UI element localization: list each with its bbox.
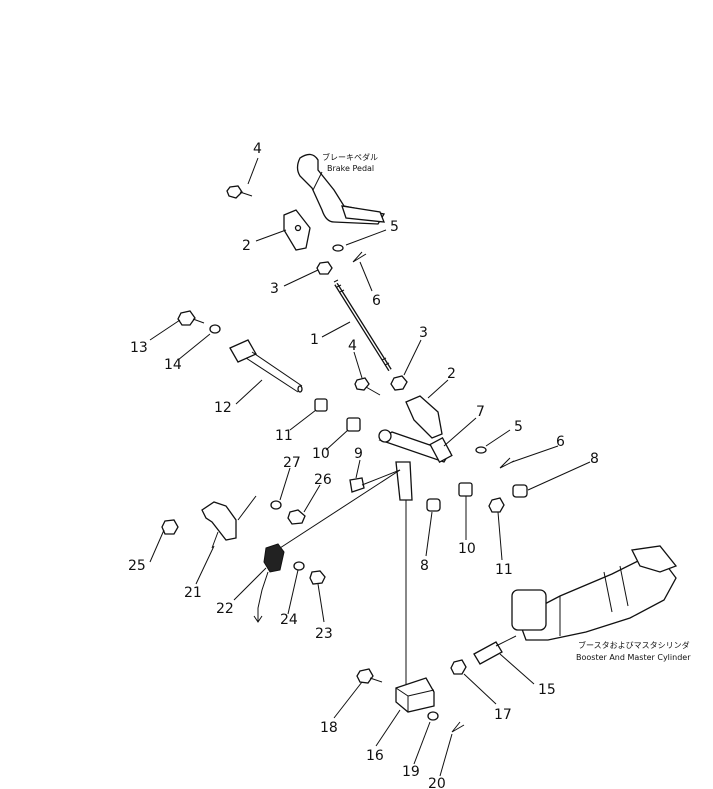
bushing-8-right <box>512 484 528 498</box>
bushing-10-lower <box>458 482 473 497</box>
clevis-lower <box>405 395 443 439</box>
callout-clevis: 2 <box>242 238 251 254</box>
callout-shaft-12: 12 <box>214 400 232 416</box>
cotter-pin-lower <box>499 457 515 469</box>
booster-caption-en: Booster And Master Cylinder <box>576 653 691 662</box>
rod <box>333 279 392 372</box>
nut-17 <box>450 659 467 675</box>
callout-bolt: 4 <box>348 338 357 354</box>
callout-pushrod-15: 15 <box>538 682 556 698</box>
callout-bolt-13: 13 <box>130 340 148 356</box>
callout-cotter-pin: 6 <box>372 293 381 309</box>
callout-nut: 3 <box>270 281 279 297</box>
callout-nut: 3 <box>419 325 428 341</box>
callout-nut-11: 11 <box>495 562 513 578</box>
callout-washer: 5 <box>514 419 523 435</box>
callouts: 4 5 2 3 6 1 3 4 2 13 14 12 11 10 7 5 6 9… <box>128 141 599 789</box>
bracket-21 <box>201 495 257 549</box>
booster-caption-ja: ブースタおよびマスタシリンダ <box>578 640 690 650</box>
callout-washer-27: 27 <box>283 455 301 471</box>
callout-washer-14: 14 <box>164 357 182 373</box>
callout-bolt-18: 18 <box>320 720 338 736</box>
callout-leaders <box>149 157 591 777</box>
washer-14 <box>209 324 221 334</box>
nut-11-lower <box>488 497 505 513</box>
washer-19 <box>427 711 439 721</box>
callout-cotter-pin: 6 <box>556 434 565 450</box>
callout-bolt: 4 <box>253 141 262 157</box>
callout-yoke-16: 16 <box>366 748 384 764</box>
callout-washer-19: 19 <box>402 764 420 780</box>
callout-bushing-8: 8 <box>420 558 429 574</box>
pushrod-15 <box>473 635 517 665</box>
bolt-13 <box>177 310 205 326</box>
callout-nut-17: 17 <box>494 707 512 723</box>
callout-bolt-26: 26 <box>314 472 332 488</box>
washer-5-lower <box>475 446 487 454</box>
bolt-23 <box>309 570 326 585</box>
callout-nut-25: 25 <box>128 558 146 574</box>
clevis-upper <box>283 209 311 251</box>
switch-22 <box>253 543 285 623</box>
brake-pedal-caption-en: Brake Pedal <box>327 164 374 173</box>
brake-pedal-caption-ja: ブレーキペダル <box>322 152 378 162</box>
callout-cross-shaft-7: 7 <box>476 404 485 420</box>
yoke-16 <box>395 677 435 713</box>
booster-master-cylinder <box>511 545 678 641</box>
washer-27 <box>270 500 282 510</box>
callout-washer-24: 24 <box>280 612 298 628</box>
nut-lower <box>390 375 408 391</box>
bushing-10-upper <box>346 417 361 432</box>
callout-switch-22: 22 <box>216 601 234 617</box>
bolt-18 <box>356 668 383 684</box>
callout-bushing-8: 8 <box>590 451 599 467</box>
cotter-pin-upper <box>352 251 367 263</box>
cotter-pin-20 <box>451 721 465 733</box>
callout-bracket-21: 21 <box>184 585 202 601</box>
callout-washer: 5 <box>390 219 399 235</box>
shaft-12 <box>229 339 303 393</box>
callout-bushing-10: 10 <box>458 541 476 557</box>
nut-25 <box>161 519 179 535</box>
bushing-11-upper <box>314 398 328 412</box>
callout-cotter-pin-20: 20 <box>428 776 446 789</box>
callout-bolt-23: 23 <box>315 626 333 642</box>
washer-upper <box>332 244 344 252</box>
booster-caption: ブースタおよびマスタシリンダ Booster And Master Cylind… <box>576 640 691 662</box>
cross-shaft <box>279 429 453 690</box>
bolt-lower <box>354 377 381 396</box>
callout-bushing-11: 11 <box>275 428 293 444</box>
callout-bushing-10: 10 <box>312 446 330 462</box>
grease-fitting-9 <box>349 469 401 493</box>
callout-clevis: 2 <box>447 366 456 382</box>
bushing-8-lower <box>426 498 441 512</box>
bolt-26 <box>287 509 306 525</box>
callout-rod: 1 <box>310 332 319 348</box>
bolt-upper <box>226 185 253 199</box>
nut-upper <box>316 261 333 275</box>
callout-grease-fitting-9: 9 <box>354 446 363 462</box>
brake-pedal <box>296 153 386 225</box>
brake-pedal-caption: ブレーキペダル Brake Pedal <box>322 152 378 173</box>
washer-24 <box>293 561 305 571</box>
